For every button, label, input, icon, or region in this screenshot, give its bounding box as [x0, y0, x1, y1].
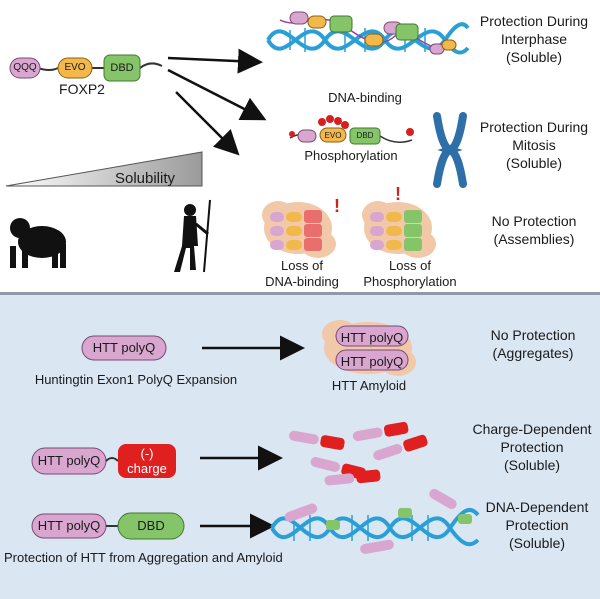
assembly-loss-dna: !: [262, 196, 340, 258]
htt-amyloid-label-1: HTT polyQ: [340, 330, 404, 345]
phosphorylated-foxp2: [289, 115, 414, 145]
arrow-to-dna-binding: [167, 48, 263, 74]
dbd-small-label: DBD: [356, 131, 374, 140]
protection-mitosis-label: Protection During Mitosis (Soluble): [479, 119, 589, 171]
svg-text:!: !: [395, 184, 401, 204]
dna-binding-label: DNA-binding: [328, 90, 402, 105]
arrow-to-assemblies: [175, 91, 240, 156]
htt-amyloid-caption: HTT Amyloid: [331, 378, 407, 393]
foxp2-construct: [9, 54, 163, 82]
dbd-label: DBD: [110, 62, 134, 74]
bottom-caption: Protection of HTT from Aggregation and A…: [4, 550, 283, 565]
evo-small-label: EVO: [324, 131, 342, 140]
dbd-label-bottom: DBD: [137, 518, 165, 533]
protection-interphase-label: Protection During Interphase (Soluble): [479, 13, 589, 65]
htt-caption: Huntingtin Exon1 PolyQ Expansion: [34, 372, 238, 387]
svg-text:!: !: [334, 196, 340, 216]
solubility-wedge: [5, 151, 203, 187]
htt-amyloid-aggregate: [322, 320, 416, 376]
dna-helix-top: [266, 11, 470, 55]
foxp2-name: FOXP2: [59, 81, 105, 97]
htt-label-2: HTT polyQ: [37, 453, 101, 468]
charge-protection-label: Charge-Dependent Protection (Soluble): [472, 421, 592, 473]
dbd-domain: [103, 54, 141, 82]
dna-protection-label: DNA-Dependent Protection (Soluble): [485, 499, 589, 551]
qqq-domain: [9, 57, 41, 79]
htt-label-1: HTT polyQ: [92, 340, 156, 355]
htt-construct-1: [81, 335, 167, 361]
htt-amyloid-label-2: HTT polyQ: [340, 354, 404, 369]
htt-charge-construct: [31, 444, 176, 478]
arrow-to-phosphorylation: [167, 68, 267, 121]
no-protection-aggregates-label: No Protection (Aggregates): [490, 327, 576, 361]
loss-dna-binding-label: Loss of DNA-binding: [265, 258, 339, 289]
phosphorylation-label: Phosphorylation: [304, 148, 398, 163]
loss-phosphorylation-label: Loss of Phosphorylation: [363, 258, 457, 289]
no-protection-assemblies-label: No Protection (Assemblies): [491, 213, 577, 247]
human-silhouette: [174, 199, 211, 273]
chimpanzee-silhouette: [10, 218, 66, 268]
charge-label: (-) charge: [127, 446, 167, 476]
soluble-htt-charge-molecules: [289, 421, 428, 486]
panel-divider: [0, 292, 600, 295]
chromosome: [433, 112, 467, 188]
htt-label-3: HTT polyQ: [37, 518, 101, 533]
solubility-label: Solubility: [114, 170, 176, 187]
assembly-loss-phosphorylation: !: [362, 184, 436, 258]
evo-domain: [57, 57, 93, 79]
dna-helix-bottom: [270, 489, 480, 554]
htt-dbd-construct: [31, 512, 185, 540]
qqq-label: QQQ: [13, 62, 37, 73]
evo-label: EVO: [64, 62, 86, 73]
